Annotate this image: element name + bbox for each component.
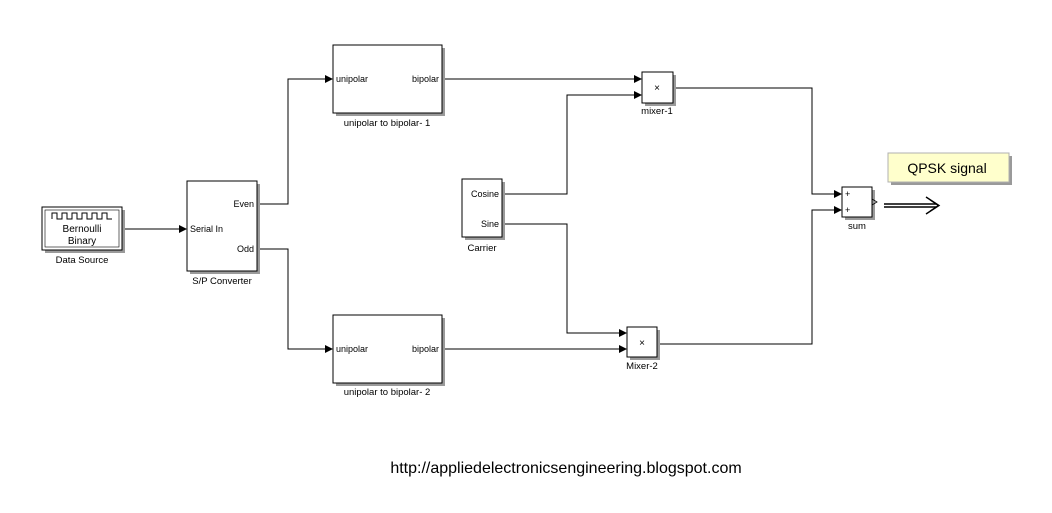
sum-out-port-icon xyxy=(871,198,878,206)
wire-odd-to-u2b2 xyxy=(258,248,333,353)
data-source-block[interactable]: Bernoulli Binary xyxy=(41,206,125,253)
wire-mixer1-to-sum xyxy=(673,87,842,198)
carrier-caption: Carrier xyxy=(467,243,496,254)
sum-sign-1: + xyxy=(845,189,850,199)
sum-block[interactable]: + + xyxy=(841,186,878,220)
u2b-1-caption: unipolar to bipolar- 1 xyxy=(344,118,431,129)
u2b-1-out-port: bipolar xyxy=(412,74,439,84)
sp-even-port: Even xyxy=(233,199,254,209)
sp-converter-block[interactable]: Serial In Even Odd xyxy=(186,180,260,274)
mixer-2-caption: Mixer-2 xyxy=(626,361,658,372)
output-arrow-icon xyxy=(884,196,941,215)
qpsk-annotation-label: QPSK signal xyxy=(907,160,986,176)
sum-caption: sum xyxy=(848,221,866,232)
u2b-2-in-port: unipolar xyxy=(336,344,368,354)
carrier-sine-port: Sine xyxy=(481,219,499,229)
mixer-1-caption: mixer-1 xyxy=(641,106,673,117)
u2b-1-block[interactable]: unipolar bipolar xyxy=(332,44,445,116)
carrier-block[interactable]: Cosine Sine xyxy=(461,178,505,240)
mixer-2-block[interactable]: × xyxy=(626,326,660,360)
wire-sine-to-mixer2 xyxy=(502,223,627,337)
u2b-2-out-port: bipolar xyxy=(412,344,439,354)
mixer-1-product-icon: × xyxy=(654,83,660,94)
u2b-2-caption: unipolar to bipolar- 2 xyxy=(344,387,431,398)
mixer-2-product-icon: × xyxy=(639,338,645,349)
data-source-caption: Data Source xyxy=(56,255,109,266)
wire-cosine-to-mixer1 xyxy=(502,91,642,195)
u2b-2-block[interactable]: unipolar bipolar xyxy=(332,314,445,386)
u2b-1-in-port: unipolar xyxy=(336,74,368,84)
footer-url: http://appliedelectronicsengineering.blo… xyxy=(390,460,741,477)
sp-odd-port: Odd xyxy=(237,244,254,254)
carrier-cosine-port: Cosine xyxy=(471,189,499,199)
sp-converter-caption: S/P Converter xyxy=(192,276,252,287)
sum-sign-2: + xyxy=(845,205,850,215)
wire-even-to-u2b1 xyxy=(258,75,333,205)
data-source-line2: Binary xyxy=(68,236,96,247)
mixer-1-block[interactable]: × xyxy=(641,71,676,106)
sp-serial-in-port: Serial In xyxy=(190,224,223,234)
qpsk-annotation: QPSK signal xyxy=(887,152,1012,185)
wire-mixer2-to-sum xyxy=(657,206,842,345)
data-source-line1: Bernoulli xyxy=(63,224,102,235)
bernoulli-wave-icon xyxy=(51,212,112,220)
